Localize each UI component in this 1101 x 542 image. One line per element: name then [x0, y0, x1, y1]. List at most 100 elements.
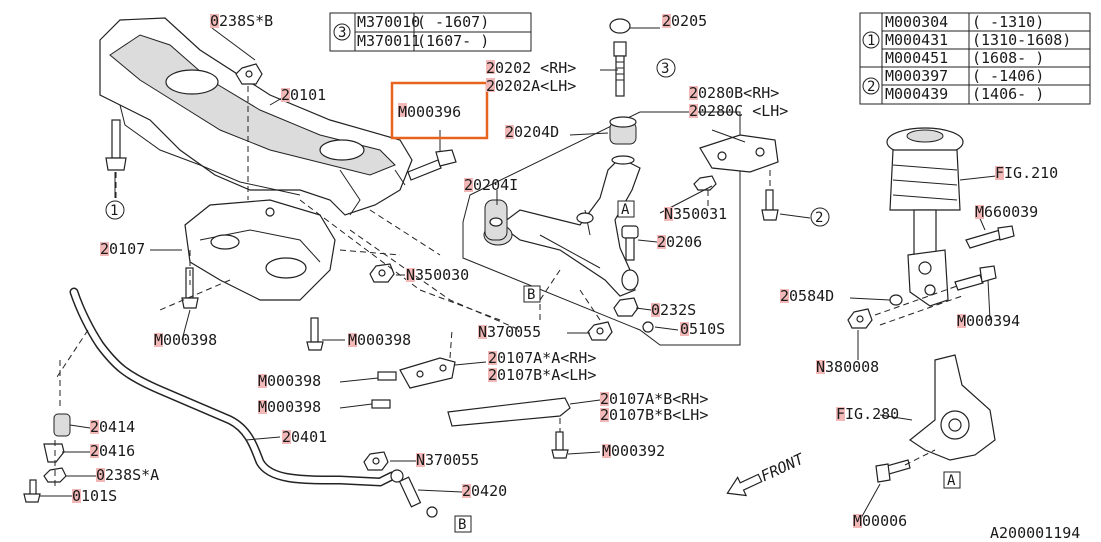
knuckle-assembly[interactable] [908, 354, 996, 461]
bolt-0101s[interactable] [23, 479, 41, 503]
svg-text:B: B [527, 287, 535, 303]
callout-m00006[interactable]: M00006 [853, 512, 907, 530]
table3-part-1[interactable]: M370010 [357, 13, 420, 31]
callout-20584d[interactable]: 20584D [780, 287, 834, 305]
crossmember[interactable] [99, 17, 413, 216]
nut-0238s-b[interactable] [235, 63, 263, 85]
callout-20416[interactable]: 20416 [90, 442, 135, 460]
bolt-circle2[interactable] [761, 189, 779, 221]
callout-0238s-a[interactable]: 0238S*A [96, 466, 159, 484]
bolt-m000398-b[interactable] [306, 317, 324, 351]
callout-20401[interactable]: 20401 [282, 428, 327, 446]
nut-n350030[interactable] [369, 263, 395, 283]
callout-n370055-b[interactable]: N370055 [416, 451, 479, 469]
nut-n350031[interactable] [693, 175, 717, 191]
table-g2-part-1[interactable]: M000397 [885, 67, 948, 85]
bolt-m000398-c[interactable] [377, 371, 397, 381]
bolt-m000398-d[interactable] [371, 399, 391, 409]
callout-n350030[interactable]: N350030 [406, 266, 469, 284]
bracket-20280b[interactable] [699, 134, 779, 173]
callout-m000398-d[interactable]: M000398 [258, 398, 321, 416]
marker-box-a-knuckle[interactable]: A [943, 471, 961, 489]
bracket-20107a-a[interactable] [399, 357, 456, 389]
callout-20420[interactable]: 20420 [462, 482, 507, 500]
marker-circle3[interactable]: 3 [656, 58, 676, 78]
callout-20107b-a-lh[interactable]: 20107B*A<LH> [488, 366, 596, 384]
table-g2-marker: 2 [867, 79, 875, 95]
table3-part-2[interactable]: M370011 [357, 32, 420, 50]
marker-box-b-link[interactable]: B [454, 515, 472, 533]
table-g1-range-1: ( -1310) [972, 13, 1044, 31]
svg-text:3: 3 [661, 61, 669, 77]
table-g1-part-2[interactable]: M000431 [885, 31, 948, 49]
table-g1-part-1[interactable]: M000304 [885, 13, 948, 31]
nut-n370055-b[interactable] [363, 451, 389, 471]
bushing-20414[interactable] [53, 413, 71, 437]
callout-20107[interactable]: 20107 [100, 240, 145, 258]
callout-n350031[interactable]: N350031 [664, 205, 727, 223]
callout-20414[interactable]: 20414 [90, 418, 135, 436]
nut-0232s[interactable] [613, 297, 639, 317]
bushing-20204d[interactable] [609, 116, 637, 165]
stabilizer-bar[interactable] [69, 287, 397, 487]
callout-0238s-b[interactable]: 0238S*B [210, 12, 273, 30]
callout-0232s[interactable]: 0232S [651, 301, 696, 319]
callout-20202[interactable]: 20202 <RH> [486, 59, 576, 77]
bolt-left-top[interactable] [105, 119, 127, 171]
bolt-20205[interactable] [609, 18, 631, 97]
table3-range-1: ( -1607) [417, 13, 489, 31]
bolt-m000394[interactable] [954, 265, 997, 291]
callout-n380008[interactable]: N380008 [816, 358, 879, 376]
marker-circle2[interactable]: 2 [810, 207, 830, 227]
callout-0510s[interactable]: 0510S [680, 320, 725, 338]
callout-20204i[interactable]: 20204I [464, 176, 518, 194]
callout-m660039[interactable]: M660039 [975, 203, 1038, 221]
skid-plate[interactable] [184, 199, 336, 301]
bracket-20416[interactable] [43, 443, 65, 463]
front-arrow: FRONT [726, 450, 807, 497]
callout-0101s[interactable]: 0101S [72, 487, 117, 505]
pin-0510s[interactable] [642, 321, 654, 333]
callout-20107a-b-rh[interactable]: 20107A*B<RH> [600, 390, 708, 408]
callout-m000398-a[interactable]: M000398 [154, 331, 217, 349]
table-g2-range-1: ( -1406) [972, 67, 1044, 85]
bolt-m660039[interactable] [965, 225, 1015, 249]
callout-20107b-b-lh[interactable]: 20107B*B<LH> [600, 406, 708, 424]
callout-20206[interactable]: 20206 [657, 233, 702, 251]
callout-20202a[interactable]: 20202A<LH> [486, 77, 576, 95]
callout-n370055-a[interactable]: N370055 [478, 323, 541, 341]
callout-20205[interactable]: 20205 [662, 12, 707, 30]
callout-20101[interactable]: 20101 [281, 86, 326, 104]
ball-joint-20206[interactable] [621, 225, 639, 291]
callout-m000394[interactable]: M000394 [957, 312, 1020, 330]
strut-assembly[interactable] [886, 127, 964, 307]
bolt-m000396[interactable] [407, 149, 457, 181]
marker-circle1[interactable]: 1 [105, 200, 125, 220]
table-g1-part-3[interactable]: M000451 [885, 49, 948, 67]
callout-m000392[interactable]: M000392 [602, 442, 665, 460]
table3-marker: 3 [338, 25, 346, 41]
nut-n370055-a[interactable] [587, 321, 613, 341]
stabilizer-link-20420[interactable] [390, 469, 438, 518]
callout-fig210[interactable]: FIG.210 [995, 164, 1058, 182]
callout-20204d[interactable]: 20204D [505, 123, 559, 141]
bolt-m00006[interactable] [875, 459, 911, 483]
highlight-box [390, 81, 489, 140]
washer-20584d[interactable] [889, 294, 903, 306]
nut-n380008[interactable] [847, 308, 873, 329]
callout-m000396[interactable]: M000396 [398, 103, 461, 121]
table-g2-part-2[interactable]: M000439 [885, 85, 948, 103]
marker-box-a-arm[interactable]: A [617, 200, 635, 218]
callout-m000398-c[interactable]: M000398 [258, 372, 321, 390]
bolt-m000392[interactable] [551, 431, 569, 459]
callout-20107a-a-rh[interactable]: 20107A*A<RH> [488, 349, 596, 367]
svg-text:2: 2 [815, 210, 823, 226]
marker-box-b-arm[interactable]: B [523, 285, 541, 303]
callout-fig280[interactable]: FIG.280 [836, 405, 899, 423]
callout-20280c[interactable]: 20280C <LH> [689, 102, 788, 120]
table-g1-marker: 1 [867, 33, 875, 49]
callout-m000398-b[interactable]: M000398 [348, 331, 411, 349]
callout-20280b[interactable]: 20280B<RH> [689, 84, 779, 102]
bracket-20107a-b[interactable] [447, 397, 571, 427]
bushing-20204i[interactable] [484, 199, 508, 241]
